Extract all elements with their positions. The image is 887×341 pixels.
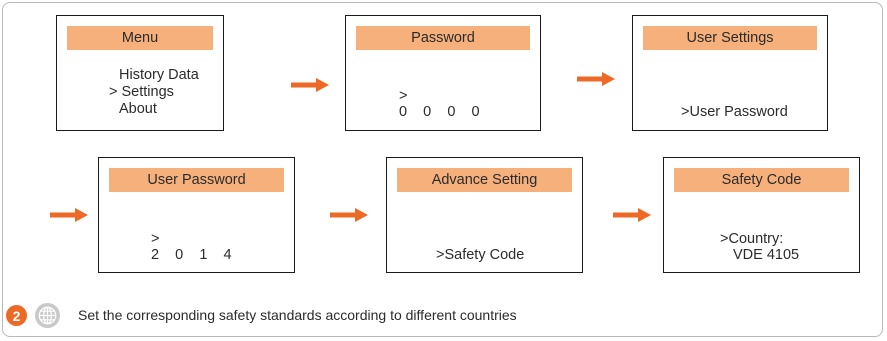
country-value: VDE 4105 <box>733 247 800 263</box>
password-screen: Password > 0 0 0 0 <box>345 15 541 131</box>
user-password-option: >User Password <box>681 104 788 120</box>
screen-title: User Settings <box>643 26 817 50</box>
screen-title: User Password <box>109 168 284 192</box>
password-digits: 0 0 0 0 <box>399 104 480 120</box>
user-password-screen: User Password > 2 0 1 4 <box>98 157 295 273</box>
menu-item-about: About <box>119 101 157 117</box>
safety-code-option: >Safety Code <box>436 247 525 263</box>
menu-screen: Menu History Data > Settings About <box>56 15 224 131</box>
screen-title: Safety Code <box>674 168 849 192</box>
user-settings-screen: User Settings >User Password <box>632 15 828 131</box>
screen-title: Menu <box>67 26 213 50</box>
arrow-right-icon <box>330 208 368 222</box>
screen-title: Password <box>356 26 530 50</box>
step-caption: Set the corresponding safety standards a… <box>78 307 517 323</box>
arrow-right-icon <box>291 78 329 92</box>
menu-item-history-data: History Data <box>119 67 199 83</box>
advance-setting-screen: Advance Setting >Safety Code <box>386 157 583 273</box>
menu-item-settings: > Settings <box>109 84 174 100</box>
arrow-right-icon <box>50 208 88 222</box>
diagram-frame <box>2 2 883 337</box>
password-cursor: > <box>151 231 160 247</box>
country-label: >Country: <box>720 231 784 247</box>
arrow-right-icon <box>577 72 615 86</box>
globe-icon <box>34 302 61 329</box>
screen-title: Advance Setting <box>397 168 572 192</box>
step-number-badge: 2 <box>6 305 27 326</box>
arrow-right-icon <box>613 208 651 222</box>
password-cursor: > <box>399 88 408 104</box>
password-digits: 2 0 1 4 <box>151 247 232 263</box>
safety-code-screen: Safety Code >Country: VDE 4105 <box>663 157 860 273</box>
